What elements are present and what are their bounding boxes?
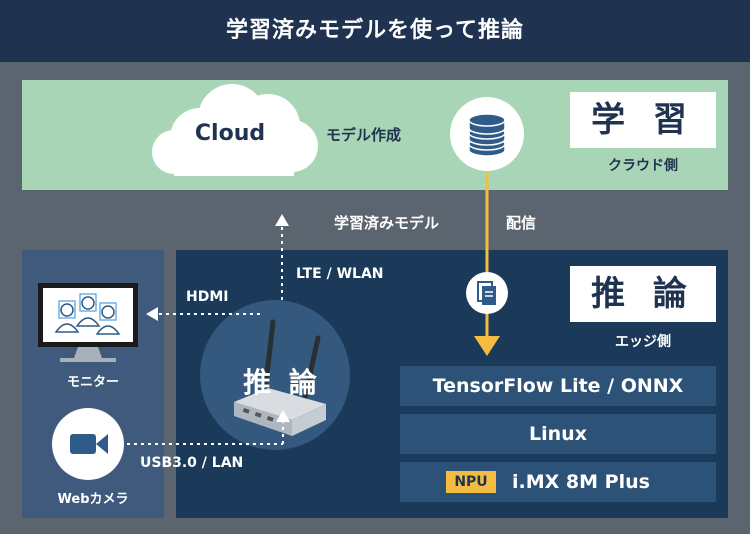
device-inference-label: 推 論 [243, 366, 321, 399]
learn-label: 学 習 [570, 92, 716, 148]
router-icon [234, 319, 326, 436]
webcam-icon [52, 408, 124, 480]
stack-framework-row: TensorFlow Lite / ONNX [400, 366, 716, 406]
trained-model-label: 学習済みモデル [334, 214, 440, 232]
usb-connector [120, 410, 290, 445]
monitor-caption: モニター [66, 375, 119, 390]
monitor-icon [38, 283, 138, 362]
people-icon [54, 296, 121, 335]
title-bar [0, 0, 750, 62]
edge-side-caption: エッジ側 [615, 334, 671, 350]
document-icon [466, 272, 508, 314]
inference-label: 推 論 [570, 266, 716, 322]
model-create-label: モデル作成 [326, 126, 402, 144]
stack-os-row: Linux [400, 414, 716, 454]
lte-connector [275, 214, 289, 300]
lte-label: LTE / WLAN [296, 266, 384, 282]
database-icon [450, 97, 524, 171]
page-title: 学習済みモデルを使って推論 [226, 18, 524, 43]
usb-label: USB3.0 / LAN [140, 455, 244, 471]
hdmi-connector [146, 307, 260, 321]
webcam-caption: Webカメラ [57, 492, 129, 507]
cloud-label: Cloud [194, 121, 266, 146]
npu-badge: NPU [446, 471, 496, 493]
distribution-arrow [474, 172, 500, 356]
stack-hardware-row: NPU i.MX 8M Plus [400, 462, 716, 502]
hdmi-label: HDMI [186, 289, 229, 305]
stack-hardware-label: i.MX 8M Plus [512, 471, 650, 493]
stack-os-label: Linux [529, 423, 587, 445]
distribution-label: 配信 [506, 214, 537, 232]
cloud-side-caption: クラウド側 [608, 158, 678, 174]
stack-framework-label: TensorFlow Lite / ONNX [432, 375, 684, 397]
cloud-icon [152, 84, 318, 176]
